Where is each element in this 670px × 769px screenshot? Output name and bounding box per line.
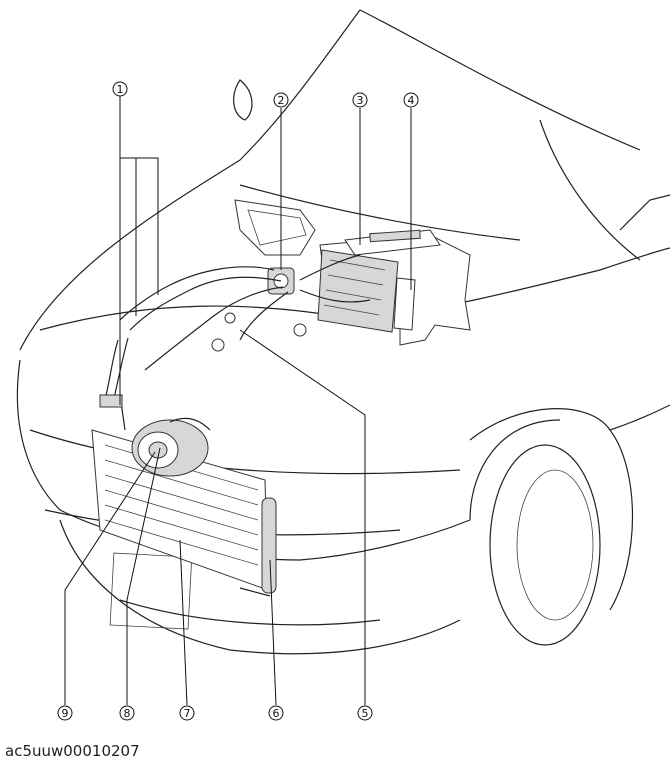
svg-text:3: 3 xyxy=(357,94,364,107)
svg-text:8: 8 xyxy=(124,707,131,720)
callout-3: 3 xyxy=(352,92,368,108)
callout-6: 6 xyxy=(268,705,284,721)
svg-text:5: 5 xyxy=(362,707,369,720)
svg-text:4: 4 xyxy=(408,94,415,107)
compressor xyxy=(99,337,211,477)
callouts: 1 2 3 4 5 6 7 8 xyxy=(57,81,419,721)
svg-text:9: 9 xyxy=(62,707,69,720)
callout-5: 5 xyxy=(357,705,373,721)
callout-7: 7 xyxy=(179,705,195,721)
engine-bay xyxy=(119,199,371,371)
callout-8: 8 xyxy=(119,705,135,721)
car-body-outline xyxy=(16,9,670,655)
svg-text:2: 2 xyxy=(278,94,285,107)
svg-text:1: 1 xyxy=(117,83,124,96)
hvac-unit xyxy=(317,229,471,346)
figure-id-caption: ac5uuw00010207 xyxy=(5,742,140,760)
svg-text:6: 6 xyxy=(273,707,280,720)
callout-4: 4 xyxy=(403,92,419,108)
callout-2: 2 xyxy=(273,92,289,108)
svg-text:7: 7 xyxy=(184,707,191,720)
callout-1: 1 xyxy=(112,81,128,97)
callout-9: 9 xyxy=(57,705,73,721)
